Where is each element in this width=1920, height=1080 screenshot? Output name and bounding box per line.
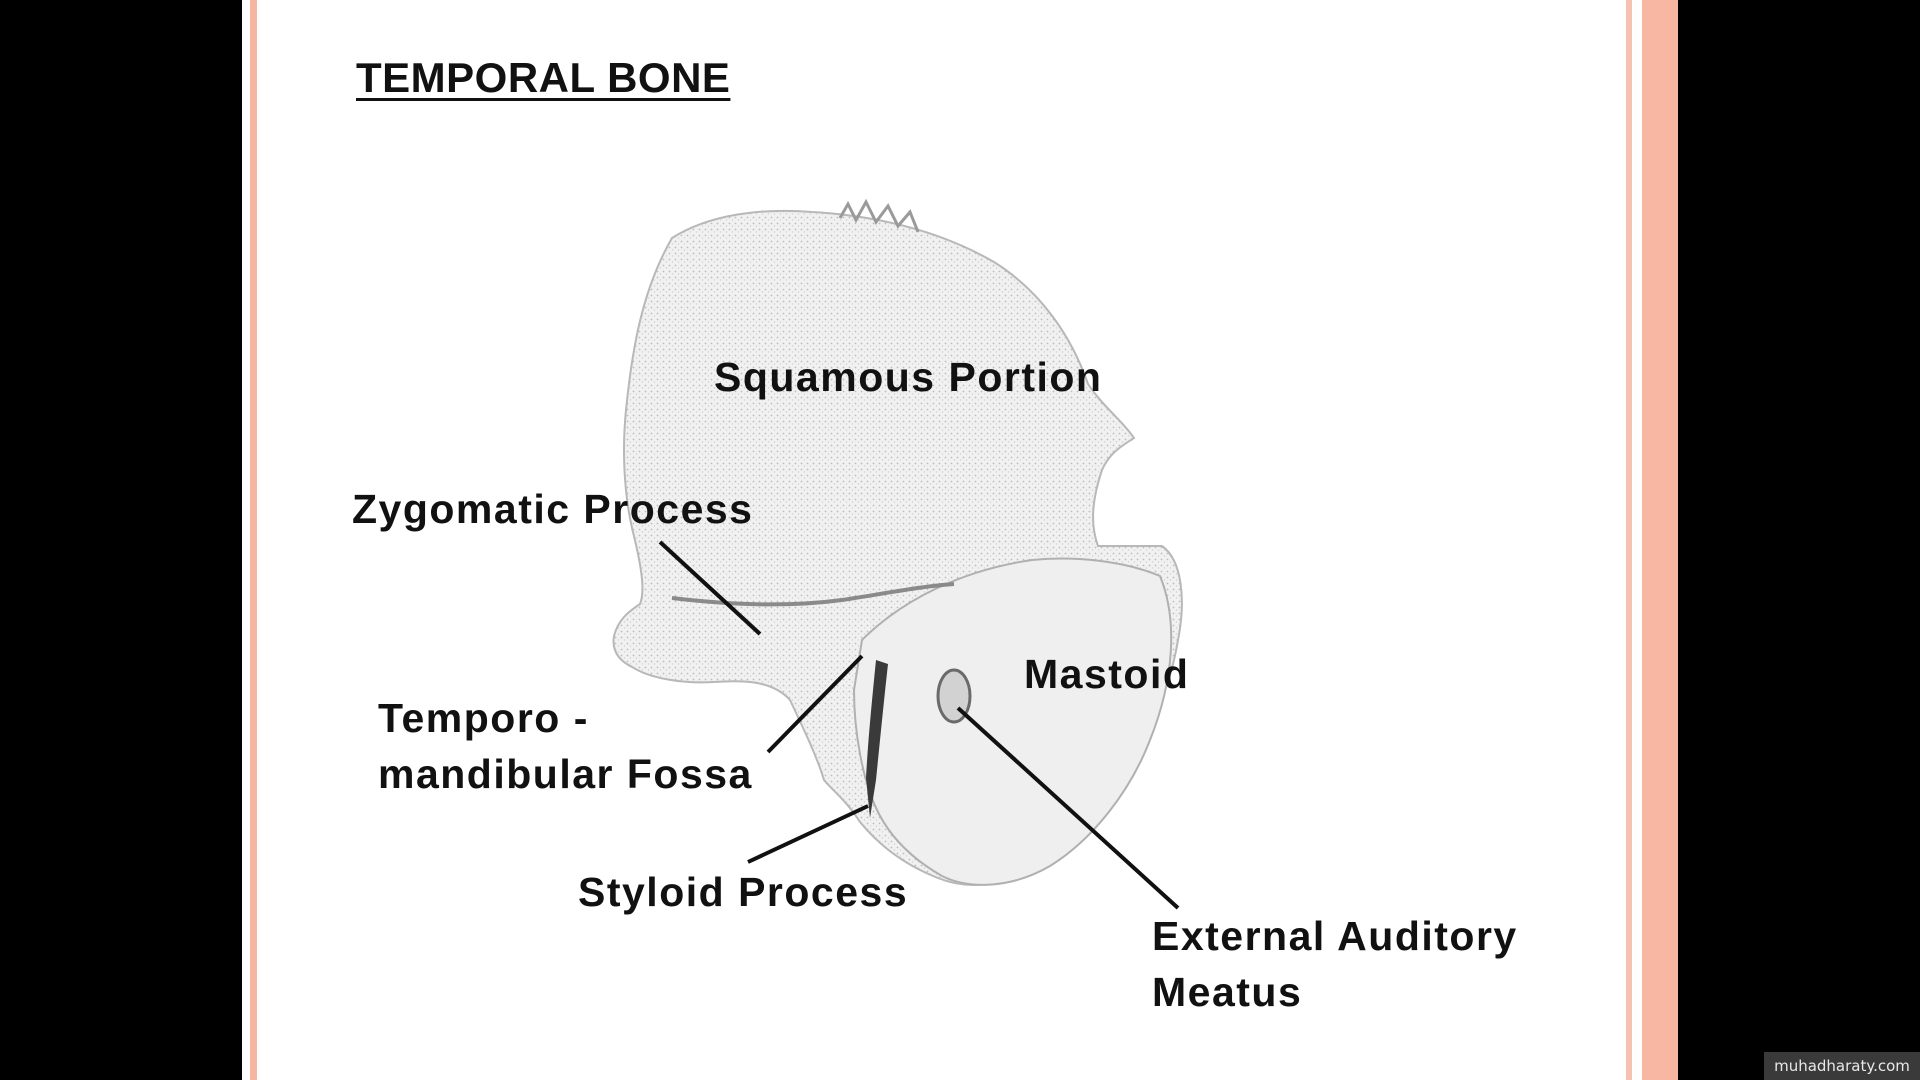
- right-border-thin-accent: [1626, 0, 1632, 1080]
- temporo-leader-line: [766, 654, 864, 754]
- styloid-leader-line: [747, 804, 869, 864]
- label-styloid-process: Styloid Process: [578, 869, 909, 915]
- auditory-leader-line: [956, 706, 1180, 910]
- label-zygomatic-process: Zygomatic Process: [352, 486, 754, 532]
- zygomatic-leader-line: [658, 540, 762, 636]
- temporal-bone-illustration: [612, 198, 1183, 910]
- label-temporo-line2: mandibular Fossa: [378, 751, 753, 797]
- left-border-accent: [250, 0, 257, 1080]
- mastoid-shape: [852, 557, 1173, 886]
- styloid-process-shape: [866, 660, 888, 818]
- label-temporo-line1: Temporo -: [378, 695, 589, 741]
- squamous-serrated-edge: [838, 198, 920, 233]
- right-border-accent: [1642, 0, 1678, 1080]
- label-external-auditory-line2: Meatus: [1152, 969, 1303, 1015]
- slide-title: TEMPORAL BONE: [356, 54, 731, 101]
- watermark: muhadharaty.com: [1764, 1052, 1920, 1080]
- zygomatic-ridge: [671, 582, 955, 607]
- label-mastoid: Mastoid: [1024, 651, 1190, 697]
- label-external-auditory-line1: External Auditory: [1152, 913, 1518, 959]
- label-squamous-portion: Squamous Portion: [714, 354, 1103, 400]
- slide: TEMPORAL BONE: [242, 0, 1678, 1080]
